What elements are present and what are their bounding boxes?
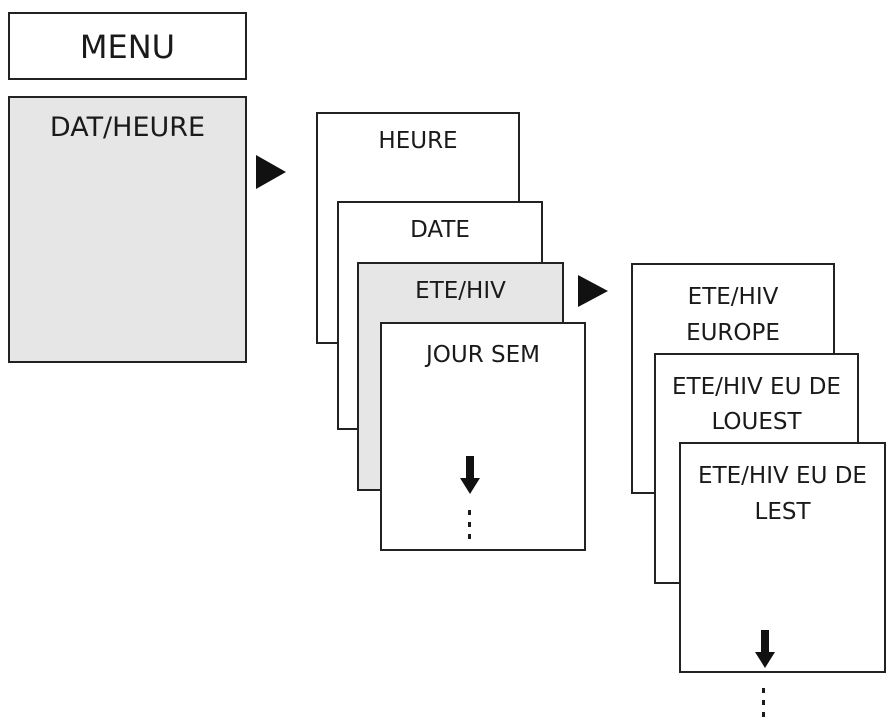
option-label-line1: ETE/HIV EU DE	[672, 374, 841, 400]
menu-title: MENU	[79, 28, 176, 66]
submenu-item-jour-sem[interactable]: JOUR SEM	[380, 322, 586, 551]
option-ete-hiv-eu-de-lest[interactable]: ETE/HIV EU DE LEST	[679, 442, 886, 673]
arrow-down-icon	[460, 456, 480, 494]
menu-item-dat-heure[interactable]: DAT/HEURE	[8, 96, 247, 363]
submenu-item-label: JOUR SEM	[426, 342, 540, 368]
vertical-ellipsis-icon	[468, 510, 471, 546]
submenu-item-label: ETE/HIV	[415, 278, 506, 304]
option-label-line2: LEST	[754, 499, 811, 525]
option-label-line1: ETE/HIV EU DE	[698, 463, 867, 489]
arrow-down-icon	[755, 630, 775, 668]
triangle-right-icon	[578, 275, 608, 307]
submenu-item-label: HEURE	[378, 128, 458, 154]
option-label-line1: ETE/HIV	[687, 284, 779, 310]
triangle-right-icon	[256, 155, 286, 189]
option-label-line2: EUROPE	[686, 320, 780, 346]
submenu-item-label: DATE	[410, 217, 470, 243]
menu-item-label: DAT/HEURE	[49, 112, 206, 143]
menu-header[interactable]: MENU	[8, 12, 247, 80]
option-label-line2: LOUEST	[711, 409, 802, 435]
vertical-ellipsis-icon	[762, 688, 765, 724]
